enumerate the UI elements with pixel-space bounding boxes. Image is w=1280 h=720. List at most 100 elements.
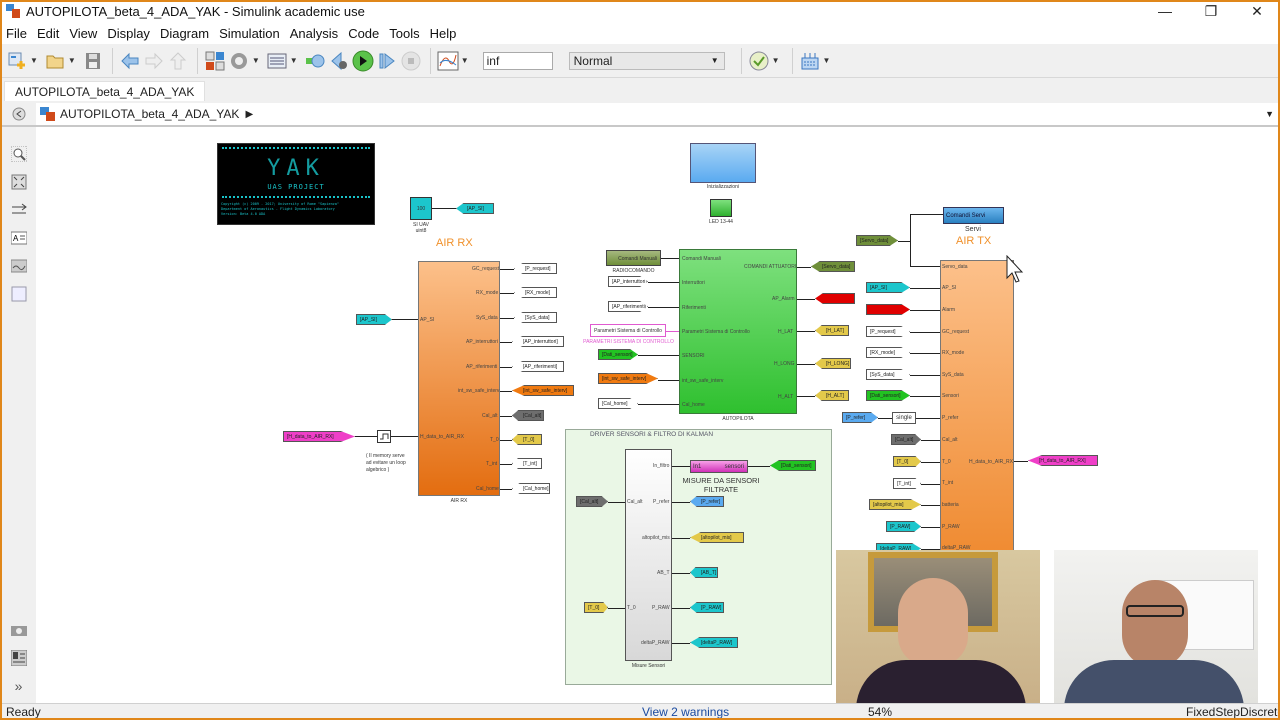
from-t-int[interactable]: [T_int]	[893, 478, 921, 489]
from-p-refer[interactable]: [P_refer]	[842, 412, 878, 423]
goto-rx-mode[interactable]: [RX_mode]	[514, 287, 557, 298]
from-ap-alarm[interactable]: [AP_Alarm]	[866, 304, 910, 315]
goto-cal-home[interactable]: [Cal_home]	[512, 483, 550, 494]
breadcrumb-arrow-icon[interactable]: ▶	[245, 108, 254, 120]
area-icon[interactable]	[10, 285, 27, 302]
simulation-mode-select[interactable]: Normal▼	[568, 51, 725, 70]
goto-p-raw[interactable]: [P_RAW]	[690, 602, 724, 613]
goto-cal-alt[interactable]: [Cal_alt]	[512, 410, 544, 421]
goto-t-int[interactable]: [T_int]	[512, 458, 542, 469]
diagram-canvas[interactable]: YAK UAS PROJECT Copyright (c) 2009 - 201…	[36, 127, 1280, 703]
zoom-icon[interactable]	[10, 145, 27, 162]
from-ap-si-tx[interactable]: [AP_SI]	[866, 282, 910, 293]
explorer-dropdown-icon[interactable]: ▼	[289, 56, 298, 65]
goto-servo-data[interactable]: [Servo_data]	[811, 261, 855, 272]
screenshot-icon[interactable]	[10, 621, 27, 638]
update-diagram-icon[interactable]	[304, 50, 326, 72]
back-icon[interactable]	[119, 50, 141, 72]
from-p-raw[interactable]: [P_RAW]	[886, 521, 921, 532]
autopilota-subsystem[interactable]	[679, 249, 797, 414]
forward-icon[interactable]	[143, 50, 165, 72]
fit-view-icon[interactable]	[10, 173, 27, 190]
breadcrumb-model[interactable]: AUTOPILOTA_beta_4_ADA_YAK	[60, 107, 240, 121]
stop-time-input[interactable]: inf	[482, 51, 553, 70]
menu-display[interactable]: Display	[107, 25, 150, 41]
open-icon[interactable]	[44, 50, 66, 72]
goto-int-sw-safe-interv[interactable]: [int_sw_safe_interv]	[512, 385, 574, 396]
menu-simulation[interactable]: Simulation	[219, 25, 280, 41]
route-lines-icon[interactable]	[10, 201, 27, 218]
close-button[interactable]: ✕	[1251, 2, 1263, 19]
goto-h-long[interactable]: [H_LONG]	[815, 358, 851, 369]
new-model-icon[interactable]	[6, 50, 28, 72]
menu-diagram[interactable]: Diagram	[159, 25, 210, 41]
expand-icon[interactable]: »	[14, 677, 23, 694]
step-forward-icon[interactable]	[376, 50, 398, 72]
model-advisor-icon[interactable]	[748, 50, 770, 72]
memory-block[interactable]	[377, 430, 391, 443]
data-inspector-icon[interactable]	[437, 50, 459, 72]
from-cal-alt-tx[interactable]: [Cal_alt]	[891, 434, 921, 445]
from-sys-data[interactable]: [SyS_data]	[866, 369, 910, 380]
advisor-dropdown-icon[interactable]: ▼	[771, 56, 780, 65]
goto-sys-data[interactable]: [SyS_data]	[514, 312, 557, 323]
open-dropdown-icon[interactable]: ▼	[67, 56, 76, 65]
from-ap-si[interactable]: [AP_SI]	[356, 314, 392, 325]
restore-button[interactable]: ❐	[1204, 2, 1218, 19]
from-rx-mode[interactable]: [RX_mode]	[866, 347, 910, 358]
goto-altopilot-mis[interactable]: [altopilot_mis]	[690, 532, 744, 543]
menu-edit[interactable]: Edit	[36, 25, 60, 41]
up-icon[interactable]	[167, 50, 189, 72]
from-ap-riferimenti[interactable]: [AP_riferimenti]	[608, 301, 648, 312]
si-uav-constant-block[interactable]: 100	[410, 197, 432, 220]
from-cal-home[interactable]: [Cal_home]	[598, 398, 638, 409]
menu-help[interactable]: Help	[429, 25, 457, 41]
image-icon[interactable]	[10, 257, 27, 274]
goto-ap-riferimenti[interactable]: [AP_riferimenti]	[512, 361, 564, 372]
goto-dati-sensori[interactable]: [Dati_sensori]	[770, 460, 816, 471]
goto-ab-t[interactable]: [AB_T]	[690, 567, 718, 578]
stop-icon[interactable]	[400, 50, 422, 72]
inizializzazioni-block[interactable]	[690, 143, 756, 183]
menu-code[interactable]: Code	[348, 25, 380, 41]
from-p-request[interactable]: [P_request]	[866, 326, 910, 337]
solver-name[interactable]: FixedStepDiscrete	[1186, 705, 1280, 719]
annotation-icon[interactable]: A	[10, 229, 27, 246]
goto-h-alt[interactable]: [H_ALT]	[815, 390, 849, 401]
goto-deltap-raw[interactable]: [deltaP_RAW]	[690, 637, 738, 648]
comandi-servi-block[interactable]: Comandi Servi	[943, 207, 1004, 224]
menu-analysis[interactable]: Analysis	[289, 25, 339, 41]
menu-view[interactable]: View	[69, 25, 98, 41]
goto-t-0[interactable]: [T_0]	[512, 434, 542, 445]
from-dati-sensori[interactable]: [Dati_sensori]	[598, 349, 638, 360]
address-dropdown-icon[interactable]: ▼	[1265, 109, 1274, 119]
minimize-button[interactable]: —	[1158, 3, 1172, 19]
hide-browser-icon[interactable]	[10, 105, 27, 122]
goto-p-refer[interactable]: [P_refer]	[690, 496, 724, 507]
goto-ap-interruttori[interactable]: [AP_interruttori]	[512, 336, 564, 347]
step-back-icon[interactable]	[328, 50, 350, 72]
run-icon[interactable]	[352, 50, 374, 72]
goto-ap-alarm[interactable]: [AP_Alarm]	[815, 293, 855, 304]
from-t-0-tx[interactable]: [T_0]	[893, 456, 921, 467]
goto-h-lat[interactable]: [H_LAT]	[815, 325, 849, 336]
air-rx-subsystem[interactable]	[418, 261, 500, 496]
radiocomando-block[interactable]: Comandi Manuali	[606, 250, 661, 266]
menu-tools[interactable]: Tools	[389, 25, 420, 41]
config-dropdown-icon[interactable]: ▼	[251, 56, 260, 65]
air-tx-subsystem[interactable]	[940, 260, 1014, 560]
from-t-0[interactable]: [T_0]	[584, 602, 608, 613]
library-browser-icon[interactable]	[204, 50, 226, 72]
data-type-conversion-block[interactable]: single	[892, 412, 916, 424]
from-int-sw-safe-interv[interactable]: [int_sw_safe_interv]	[598, 373, 658, 384]
goto-h-data-to-air-rx[interactable]: [H_data_to_AIR_RX]	[1028, 455, 1098, 466]
led-block[interactable]	[710, 199, 732, 217]
from-dati-sensori-tx[interactable]: [Dati_sensori]	[866, 390, 910, 401]
save-icon[interactable]	[82, 50, 104, 72]
from-h-data-to-air-rx[interactable]: [H_data_to_AIR_RX]	[283, 431, 355, 442]
from-cal-alt[interactable]: [Cal_alt]	[576, 496, 608, 507]
parametri-block[interactable]: Parametri Sistema di Controllo	[590, 324, 666, 337]
model-config-icon[interactable]	[228, 50, 250, 72]
yak-logo-block[interactable]: YAK UAS PROJECT Copyright (c) 2009 - 201…	[217, 143, 375, 225]
